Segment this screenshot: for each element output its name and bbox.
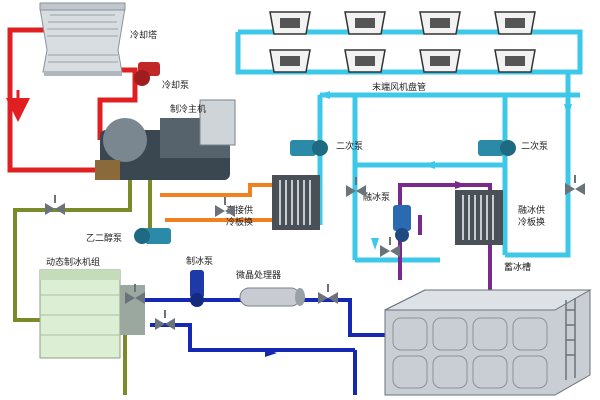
fan-coil-label: 末端风机盘管: [372, 81, 426, 93]
chilled-bottom-right: [505, 180, 571, 258]
arrow-left: [423, 161, 435, 169]
microcrystal-processor: [239, 287, 305, 307]
valve: [565, 175, 585, 195]
secondary-pump-left: [290, 140, 328, 156]
cooling-tower-label: 冷却塔: [130, 29, 157, 41]
chiller-label: 制冷主机: [170, 103, 206, 115]
glycol-pump: [134, 228, 171, 244]
cooling-tower: [39, 2, 126, 76]
secondary-pump-left-label: 二次泵: [336, 140, 363, 152]
ice-melt-arrow-right: [455, 181, 467, 189]
valve: [215, 197, 235, 217]
ice-water-pipes: [120, 298, 400, 395]
fan-coil-unit: [419, 11, 461, 35]
ice-storage-tank: [384, 289, 592, 396]
secondary-pump-right-label: 二次泵: [521, 140, 548, 152]
fan-coil-unit: [344, 49, 386, 73]
arrow-left: [318, 91, 330, 99]
cooling-pump: [134, 62, 160, 86]
blue-top-line: [120, 298, 400, 337]
ice-making-pump-label: 制冰泵: [186, 255, 213, 267]
valve: [125, 284, 145, 304]
chiller-unit: [95, 99, 236, 180]
glycol-pump-label: 乙二醇泵: [86, 232, 122, 244]
valve: [155, 310, 175, 330]
hx-supply-pipes: [160, 183, 275, 222]
chilled-water-arrows: [318, 91, 572, 250]
orange-top: [160, 183, 275, 197]
fan-coil-return-loop: [235, 29, 583, 75]
arrow-down: [564, 104, 572, 118]
ice-melt-pump-label: 融冰泵: [363, 191, 390, 203]
ice-making-pump: [190, 270, 204, 307]
cooling-supply: [97, 67, 138, 140]
valve: [380, 237, 400, 257]
arrow-down: [371, 238, 379, 250]
direct-supply-heat-exchanger: [272, 175, 320, 230]
microcrystal-processor-label: 微晶处理器: [236, 269, 281, 281]
direct-supply-hx-label-2: 冷板换: [226, 216, 253, 228]
ice-storage-tank-label: 蓄冰槽: [504, 261, 531, 273]
secondary-pump-right: [478, 140, 516, 156]
glycol-left-loop: [13, 170, 132, 322]
fan-coil-unit: [344, 11, 386, 35]
dynamic-ice-making-unit: [39, 269, 145, 359]
fan-coil-unit: [269, 49, 311, 73]
cooling-pump-label: 冷却泵: [162, 79, 189, 91]
chilled-water-pipes: [235, 29, 583, 263]
valve: [318, 284, 338, 304]
valve: [45, 195, 65, 215]
valve: [346, 177, 366, 197]
ice-melt-pump: [393, 205, 411, 242]
dynamic-ice-unit-label: 动态制冰机组: [46, 256, 100, 268]
ice-melt-hx-label-2: 冷板换: [518, 216, 545, 228]
ice-melt-heat-exchanger: [455, 190, 503, 245]
ice-melt-hx-label-1: 融冰供: [518, 204, 545, 216]
fan-coil-units: [269, 11, 536, 73]
blue-bottom-line: [150, 323, 355, 352]
valves: [45, 175, 585, 330]
fan-coil-unit: [419, 49, 461, 73]
ice-water-arrow-right: [265, 349, 277, 357]
fan-coil-unit: [494, 49, 536, 73]
fan-coil-unit: [494, 11, 536, 35]
fan-coil-unit: [269, 11, 311, 35]
